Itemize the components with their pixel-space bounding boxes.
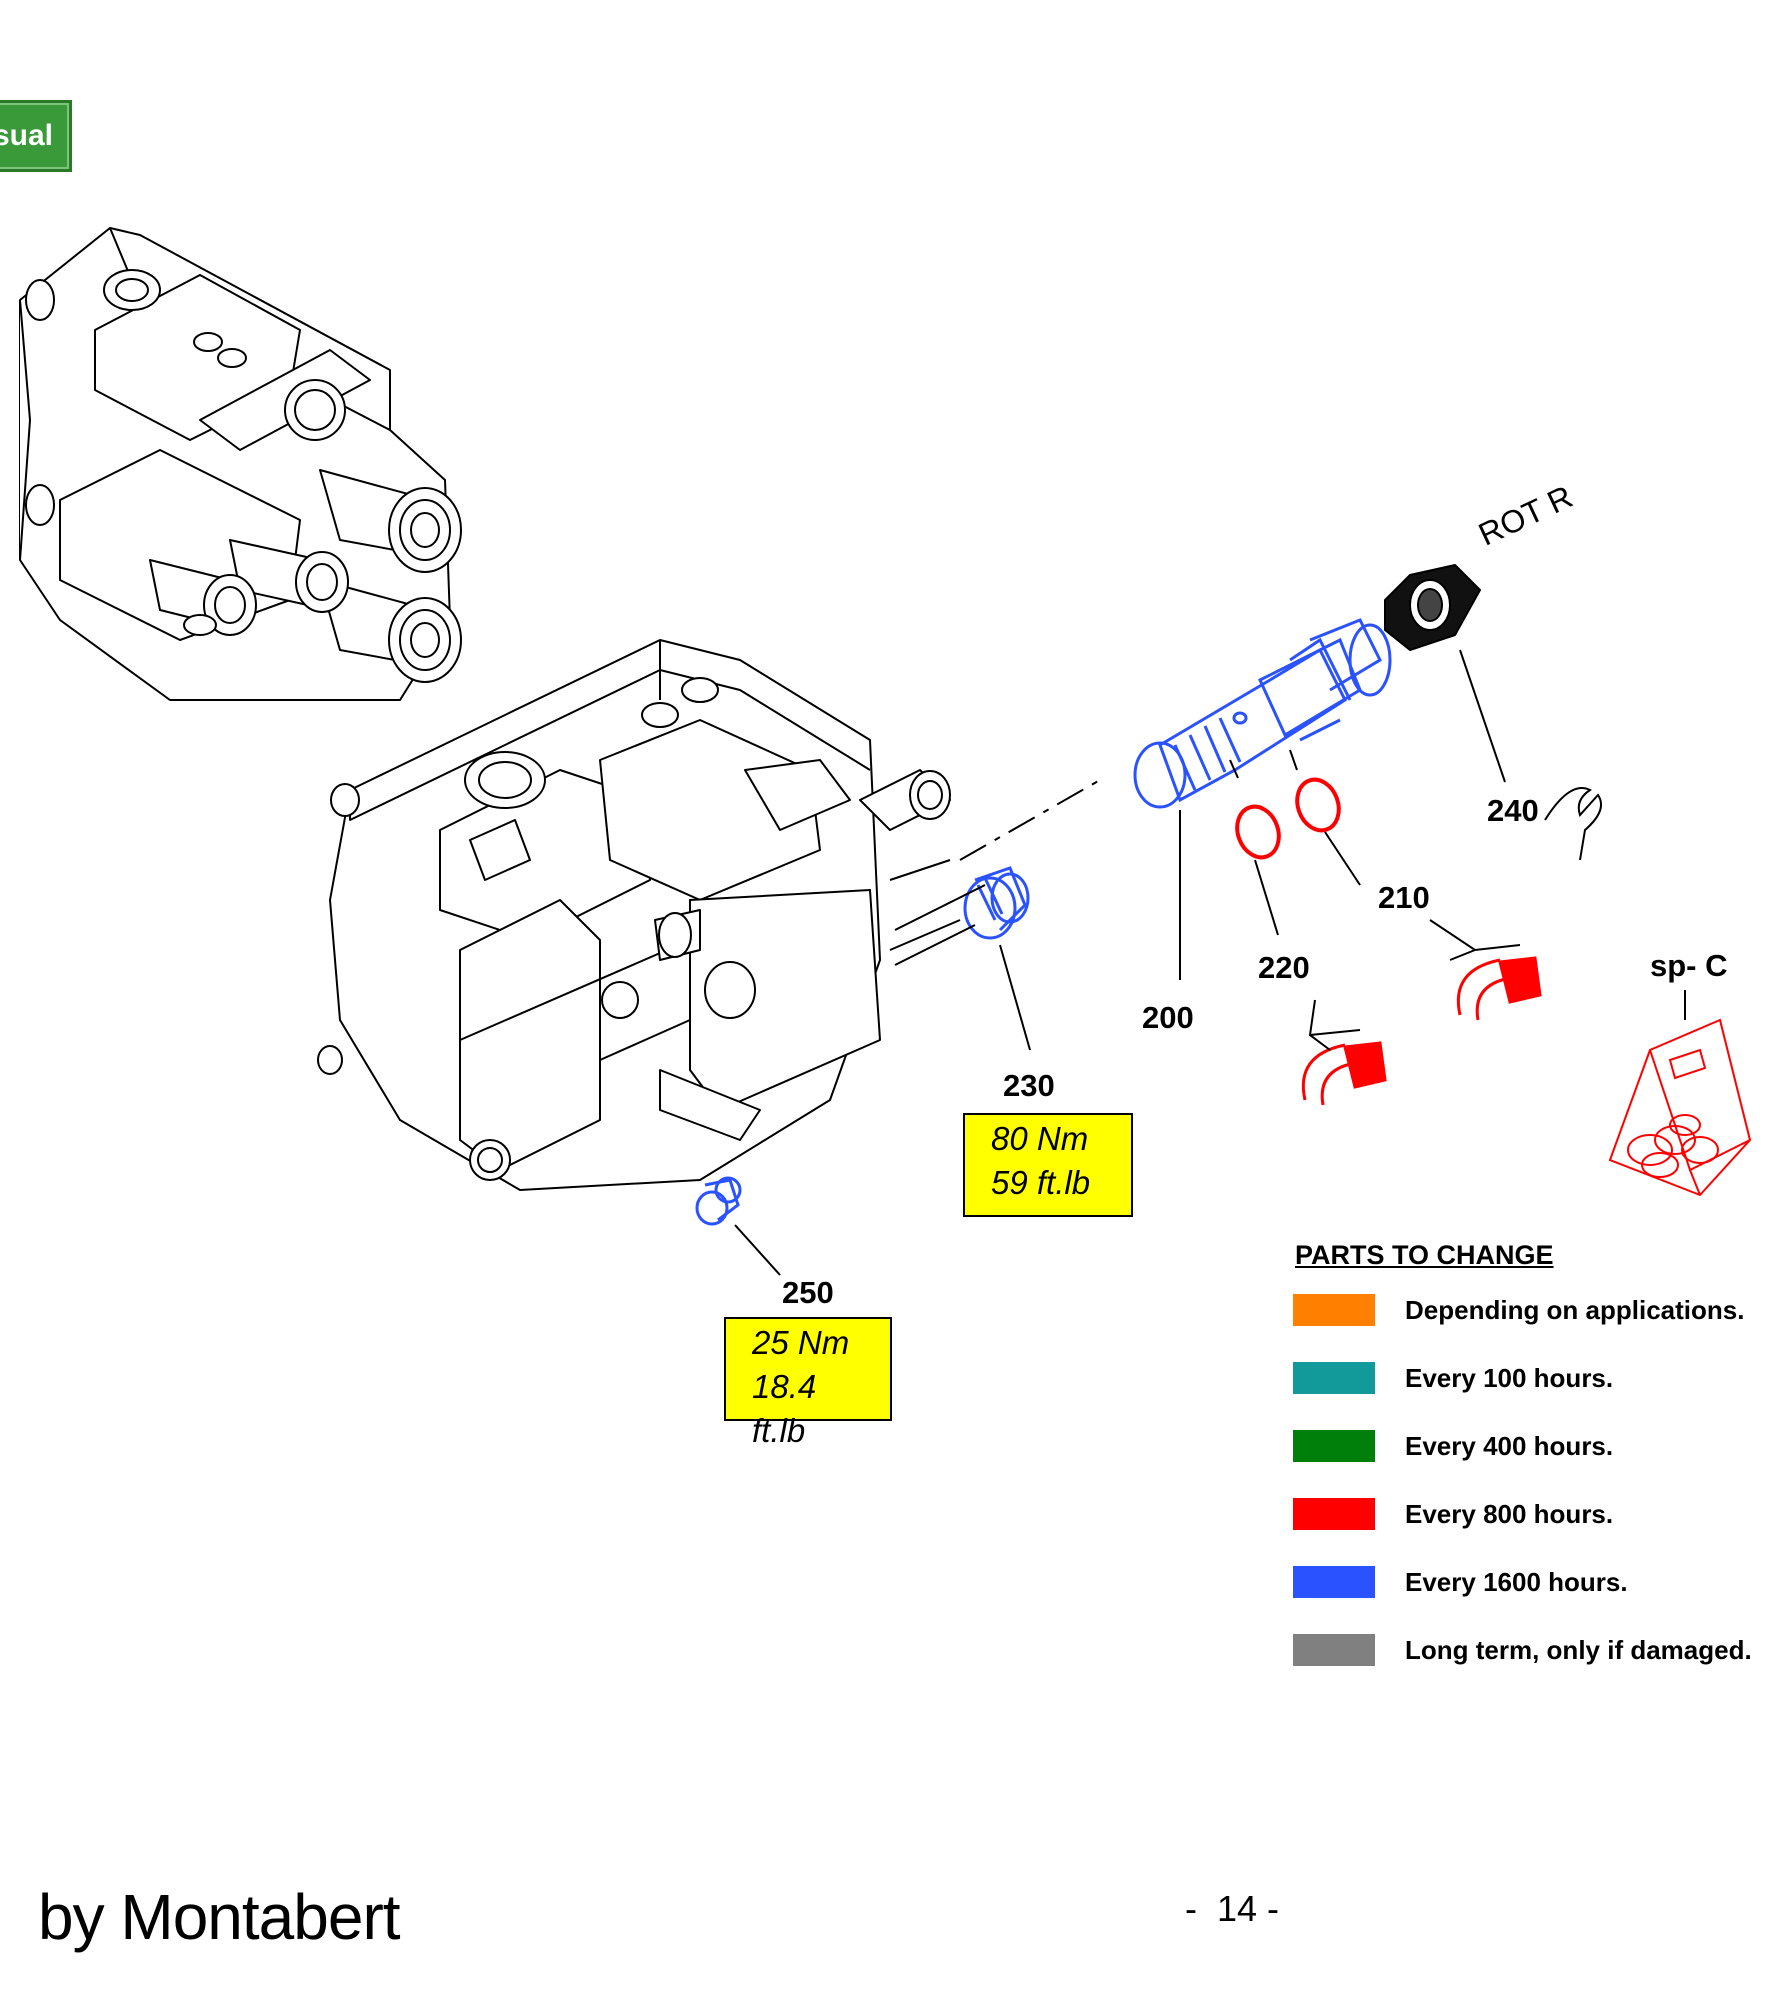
part-250-blue: [695, 1176, 742, 1226]
footer-brand: by Montabert: [38, 1881, 401, 1953]
legend-label: Depending on applications.: [1405, 1294, 1745, 1325]
visual-button[interactable]: sual: [0, 100, 72, 172]
seal-kit-label: sp- C: [1650, 948, 1728, 983]
oring-220: [1235, 804, 1281, 860]
seal-220-icon: [1301, 1041, 1387, 1106]
legend-item: Every 800 hours.: [1293, 1496, 1752, 1532]
legend-swatch: [1293, 1362, 1375, 1394]
torque-250-ftlb: 18.4 ft.lb: [752, 1368, 817, 1449]
ref-240-label: 240: [1487, 793, 1539, 828]
legend-item: Every 1600 hours.: [1293, 1564, 1752, 1600]
legend-item: Long term, only if damaged.: [1293, 1632, 1752, 1668]
ref-200-label: 200: [1142, 1000, 1194, 1035]
oring-210: [1295, 777, 1341, 833]
upper-distributor-assembly: [19, 227, 462, 701]
legend-swatch: [1293, 1634, 1375, 1666]
legend-label: Every 100 hours.: [1405, 1362, 1614, 1393]
seal-kit-bag-icon: [1608, 1018, 1752, 1197]
ref-210-label: 210: [1378, 880, 1430, 915]
legend-item: Every 100 hours.: [1293, 1360, 1752, 1396]
seal-210-icon: [1456, 956, 1542, 1021]
torque-box-230: 80 Nm 59 ft.lb: [963, 1113, 1133, 1217]
part-200-blue: [1133, 618, 1392, 809]
torque-230-nm: 80 Nm: [991, 1120, 1089, 1157]
torque-230-ftlb: 59 ft.lb: [991, 1164, 1091, 1201]
ref-220-label: 220: [1258, 950, 1310, 985]
ref-250-label: 250: [782, 1275, 834, 1310]
legend-swatch: [1293, 1430, 1375, 1462]
legend-item: Every 400 hours.: [1293, 1428, 1752, 1464]
legend-label: Every 800 hours.: [1405, 1498, 1614, 1529]
legend-swatch: [1293, 1294, 1375, 1326]
torque-250-nm: 25 Nm: [752, 1324, 850, 1361]
legend-swatch: [1293, 1498, 1375, 1530]
legend-label: Every 400 hours.: [1405, 1430, 1614, 1461]
nut-240: [1384, 564, 1481, 651]
legend-item: Depending on applications.: [1293, 1292, 1752, 1328]
page-number: - 14 -: [1185, 1888, 1280, 1929]
legend: Depending on applications. Every 100 hou…: [1293, 1292, 1752, 1668]
main-valve-body: [317, 639, 961, 1191]
torque-box-250: 25 Nm 18.4 ft.lb: [724, 1317, 892, 1449]
legend-label: Every 1600 hours.: [1405, 1566, 1628, 1597]
legend-label: Long term, only if damaged.: [1405, 1634, 1752, 1665]
part-230-blue: [963, 866, 1030, 940]
legend-swatch: [1293, 1566, 1375, 1598]
legend-title: PARTS TO CHANGE: [1295, 1240, 1554, 1270]
ref-230-label: 230: [1003, 1068, 1055, 1103]
